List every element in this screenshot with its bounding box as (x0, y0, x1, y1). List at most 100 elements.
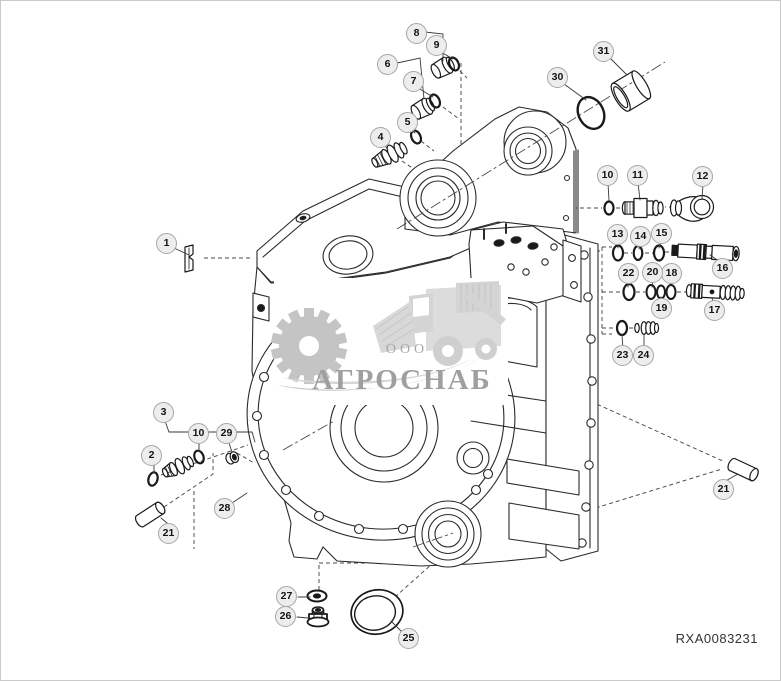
callout-10[interactable]: 10 (188, 423, 209, 444)
callout-number: 12 (696, 170, 709, 183)
callout-14[interactable]: 14 (630, 226, 651, 247)
callout-25[interactable]: 25 (398, 628, 419, 649)
callout-23[interactable]: 23 (612, 345, 633, 366)
gear-watermark-icon (270, 308, 348, 384)
callout-17[interactable]: 17 (704, 300, 725, 321)
part-21-pin-left[interactable] (134, 501, 167, 529)
callout-31[interactable]: 31 (593, 41, 614, 62)
harvester-watermark-icon (373, 281, 506, 366)
part-31-bushing[interactable] (608, 69, 654, 114)
watermark: ООО АГРОСНАБ (270, 278, 508, 405)
callout-15[interactable]: 15 (651, 223, 672, 244)
part-25-plug-ring[interactable] (347, 585, 407, 639)
swoosh-graphic-2 (283, 357, 475, 385)
callout-2[interactable]: 2 (141, 445, 162, 466)
callout-7[interactable]: 7 (403, 71, 424, 92)
part-19-o-ring[interactable] (656, 284, 666, 300)
callout-13[interactable]: 13 (607, 224, 628, 245)
part-2-o-ring[interactable] (147, 471, 159, 487)
callout-16[interactable]: 16 (712, 258, 733, 279)
callout-number: 4 (377, 131, 384, 144)
part-21-pin-right[interactable] (726, 457, 760, 482)
callout-number: 30 (551, 71, 564, 84)
callout-10[interactable]: 10 (597, 165, 618, 186)
callout-number: 23 (616, 349, 629, 362)
part-12-elbow[interactable] (669, 194, 715, 222)
callout-number: 8 (413, 27, 420, 40)
part-1-clip[interactable] (184, 244, 194, 273)
callout-number: 7 (410, 75, 417, 88)
part-29-nut[interactable] (224, 451, 240, 466)
callout-number: 13 (611, 228, 624, 241)
callout-24[interactable]: 24 (633, 345, 654, 366)
part-3-fitting[interactable] (160, 453, 196, 481)
watermark-org-name: АГРОСНАБ (312, 364, 491, 396)
callout-4[interactable]: 4 (370, 127, 391, 148)
part-16-valve-spool[interactable] (671, 243, 740, 262)
part-4-fitting[interactable] (369, 139, 410, 172)
part-14-o-ring[interactable] (632, 244, 644, 262)
callout-number: 20 (646, 266, 659, 279)
callout-9[interactable]: 9 (426, 35, 447, 56)
part-20-o-ring[interactable] (645, 284, 657, 300)
callout-number: 25 (402, 632, 415, 645)
part-15-o-ring[interactable] (652, 244, 666, 262)
part-11-fitting[interactable] (621, 197, 664, 219)
callout-3[interactable]: 3 (153, 402, 174, 423)
callout-number: 27 (280, 590, 293, 603)
callout-20[interactable]: 20 (642, 262, 663, 283)
callout-number: 26 (279, 610, 292, 623)
callout-27[interactable]: 27 (276, 586, 297, 607)
callout-number: 15 (655, 227, 668, 240)
callout-number: 19 (655, 302, 668, 315)
callout-26[interactable]: 26 (275, 606, 296, 627)
callout-11[interactable]: 11 (627, 165, 648, 186)
callout-5[interactable]: 5 (397, 112, 418, 133)
callout-22[interactable]: 22 (618, 263, 639, 284)
callout-number: 28 (218, 502, 231, 515)
part-17-valve[interactable] (685, 283, 745, 301)
part-10-o-ring-top[interactable] (603, 200, 615, 216)
callout-number: 14 (634, 230, 647, 243)
small-bore (456, 441, 490, 475)
callout-number: 2 (148, 449, 155, 462)
part-18-o-ring[interactable] (665, 284, 677, 300)
callout-18[interactable]: 18 (661, 263, 682, 284)
callout-29[interactable]: 29 (216, 423, 237, 444)
exploded-parts (134, 56, 760, 639)
callout-number: 29 (220, 427, 233, 440)
callout-28[interactable]: 28 (214, 498, 235, 519)
part-27-washer[interactable] (306, 589, 328, 603)
callout-number: 10 (192, 427, 205, 440)
callout-number: 16 (716, 262, 729, 275)
callout-21[interactable]: 21 (713, 479, 734, 500)
callout-number: 18 (665, 267, 678, 280)
callout-number: 24 (637, 349, 650, 362)
callout-number: 22 (622, 267, 635, 280)
callout-6[interactable]: 6 (377, 54, 398, 75)
callout-12[interactable]: 12 (692, 166, 713, 187)
callout-21[interactable]: 21 (158, 523, 179, 544)
part-10-o-ring-bottom[interactable] (193, 449, 206, 465)
callout-number: 1 (163, 237, 170, 250)
callout-number: 31 (597, 45, 610, 58)
callout-30[interactable]: 30 (547, 67, 568, 88)
callout-19[interactable]: 19 (651, 298, 672, 319)
callout-number: 10 (601, 169, 614, 182)
callout-number: 11 (631, 169, 644, 182)
callout-1[interactable]: 1 (156, 233, 177, 254)
callout-8[interactable]: 8 (406, 23, 427, 44)
figure-ref-code: RXA0083231 (675, 631, 758, 646)
part-7-o-ring[interactable] (428, 93, 442, 109)
watermark-org-type: ООО (386, 342, 428, 357)
part-22-o-ring[interactable] (622, 282, 636, 302)
part-24-fitting[interactable] (634, 321, 660, 335)
part-30-o-ring[interactable] (573, 93, 610, 133)
callout-number: 3 (160, 406, 167, 419)
lower-bore (414, 500, 482, 568)
part-26-nut[interactable] (306, 606, 330, 628)
callout-number: 9 (433, 39, 440, 52)
part-23-o-ring[interactable] (615, 319, 629, 337)
